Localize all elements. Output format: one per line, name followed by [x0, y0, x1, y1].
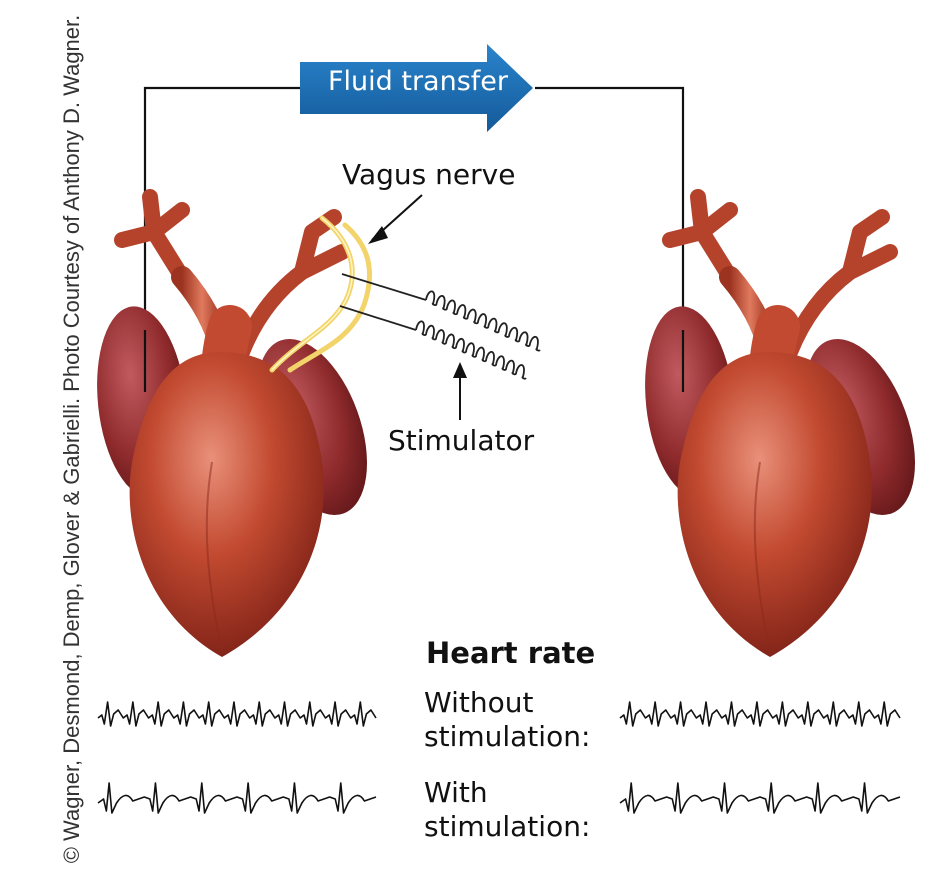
ecg-trace-left-with	[97, 782, 377, 814]
condition-with-line2: stimulation:	[424, 810, 591, 843]
vagus-nerve	[269, 215, 373, 373]
heart-rate-title: Heart rate	[426, 636, 596, 670]
condition-without-line1: Without	[424, 686, 534, 719]
condition-without: Without stimulation:	[424, 686, 590, 754]
condition-with-line1: With	[424, 776, 488, 809]
fluid-transfer-label: Fluid transfer	[328, 66, 508, 97]
condition-without-line2: stimulation:	[424, 720, 591, 753]
vagus-nerve-label: Vagus nerve	[342, 158, 516, 191]
heart-left-illustration	[88, 197, 388, 657]
condition-with: With stimulation:	[424, 776, 590, 844]
fluid-transfer-arrow-icon	[300, 44, 533, 132]
fluid-transfer-line	[143, 86, 685, 392]
stimulator-coil-icon	[339, 273, 541, 380]
heart-right-illustration	[636, 197, 936, 657]
ecg-trace-right-with	[619, 782, 901, 814]
stimulator-label: Stimulator	[388, 424, 535, 457]
photo-credit: © Wagner, Desmond, Demp, Glover & Gabrie…	[59, 14, 84, 864]
ecg-trace-right-without	[619, 701, 901, 727]
ecg-trace-left-without	[97, 701, 377, 727]
